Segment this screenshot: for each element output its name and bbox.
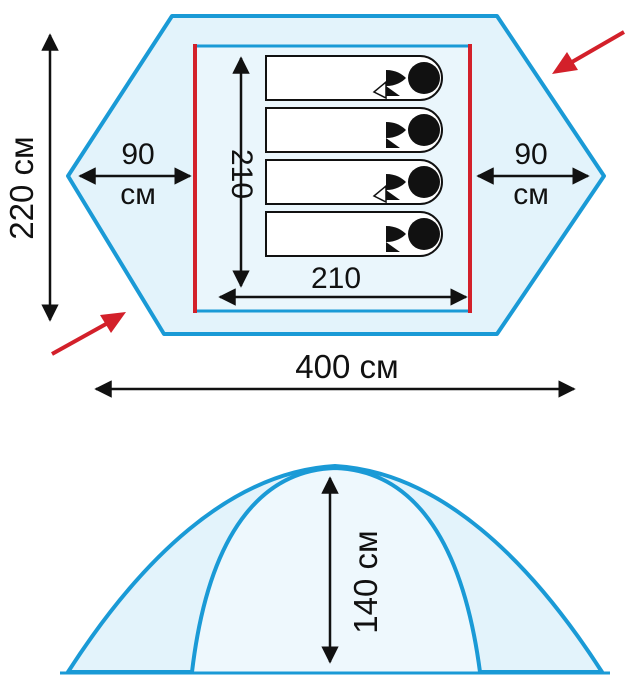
sleeping-bag bbox=[265, 159, 443, 205]
entrance-arrow-icon bbox=[51, 312, 126, 356]
sleeper-head bbox=[408, 166, 440, 198]
top-view: 210 210 90 см 90 см 220 см 400 см bbox=[3, 14, 625, 398]
right-vestibule-unit: см bbox=[513, 178, 549, 211]
sleeper-head bbox=[408, 114, 440, 146]
sleeping-bag bbox=[265, 55, 443, 101]
height-label: 140 см bbox=[347, 530, 384, 633]
total-depth-label: 220 см bbox=[3, 136, 40, 239]
side-view: 140 см bbox=[60, 464, 610, 675]
left-vestibule-value: 90 bbox=[121, 138, 154, 171]
total-width-label: 400 см bbox=[295, 348, 398, 385]
entrance-arrow-icon bbox=[552, 30, 625, 74]
left-vestibule-unit: см bbox=[120, 178, 156, 211]
right-vestibule-value: 90 bbox=[514, 138, 547, 171]
sleeper-head bbox=[408, 62, 440, 94]
inner-width-label: 210 bbox=[311, 262, 361, 295]
sleeping-bags bbox=[265, 55, 443, 257]
sleeping-bag bbox=[265, 211, 443, 257]
inner-length-label: 210 bbox=[225, 149, 258, 199]
sleeping-bag bbox=[265, 107, 443, 153]
sleeper-head bbox=[408, 218, 440, 250]
